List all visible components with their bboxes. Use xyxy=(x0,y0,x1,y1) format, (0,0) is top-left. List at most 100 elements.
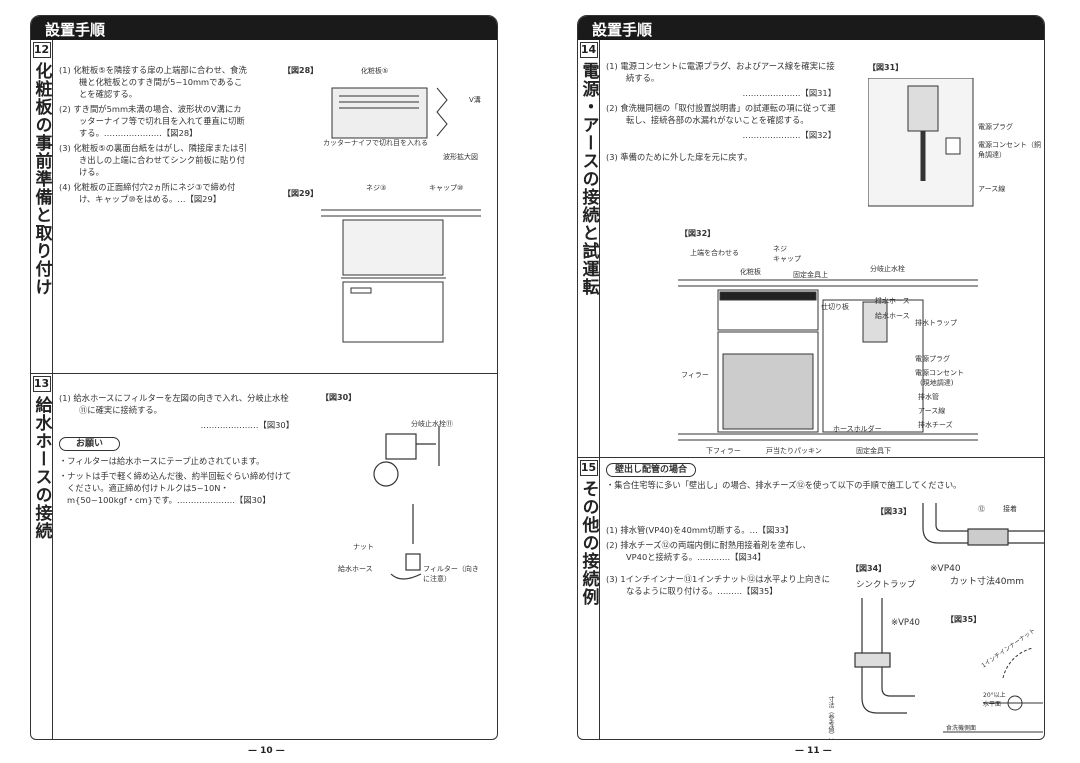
figure-part-label: 寸法（参考値）250~120 xyxy=(827,696,834,740)
figure-label: 【図31】 xyxy=(868,63,904,72)
figure-part-label: カッターナイフで切れ目を入れる xyxy=(323,139,428,147)
step-number: 14 xyxy=(579,42,598,58)
figure-part-label: 上端を合わせる xyxy=(690,249,739,257)
step: (3) 準備のために外した扉を元に戻す。 xyxy=(606,152,753,162)
step: (2) 排水チーズ⑫の両端内側に耐熱用接着剤を塗布し、VP40と接続する。………… xyxy=(606,540,811,562)
figure-33-drawing xyxy=(922,503,1044,546)
figure-label: 【図30】 xyxy=(321,393,357,402)
figure-label: 【図29】 xyxy=(283,189,319,198)
note-badge: お願い xyxy=(59,437,121,451)
figure-part-label: 化粧板⑤ xyxy=(361,67,389,75)
section-title: その他の接続例 xyxy=(578,480,599,606)
step: (1) 排水管(VP40)を40mm切断する。…【図33】 xyxy=(606,525,794,535)
step: (1) 電源コンセントに電源プラグ、およびアース線を確実に接続する。 xyxy=(606,61,835,83)
step: (3) 1インチインナー⑬1インチナット⑫は水平より上向きになるように取り付ける… xyxy=(606,574,830,596)
figure-part-label: 電源コンセント（銅角調達） xyxy=(978,141,1041,159)
figure-part-label: アース線 xyxy=(918,407,946,415)
figure-part-label: ホースホルダー xyxy=(833,425,882,433)
figure-29-drawing xyxy=(321,209,481,343)
section-14: 14 電源・アースの接続と試運転 (1) 電源コンセントに電源プラグ、およびアース… xyxy=(578,40,1044,458)
figure-label: 【図28】 xyxy=(283,66,319,75)
figure-part-label: 食洗機側面 xyxy=(946,725,977,732)
figure-part-label: 排水トラップ xyxy=(915,319,957,327)
step-list: (1) 給水ホースにフィルターを左図の向きで入れ、分岐止水栓⑪に確実に接続する。… xyxy=(59,392,294,509)
left-page: 設置手順 12 化粧板の事前準備と取り付け (1) 化粧板⑤を隣接する扉の上端部に… xyxy=(30,15,498,740)
figure-part-label: シンクトラップ xyxy=(856,580,916,590)
step: (2) 食洗機同梱の「取付設置説明書」の試運転の項に従って運転し、接続各部の水漏… xyxy=(606,103,836,125)
figure-part-label: V溝 xyxy=(469,96,481,104)
figure-35-drawing xyxy=(943,647,1043,733)
step: (1) 化粧板⑤を隣接する扉の上端部に合わせ、食洗機と化粧板とのすき間が5~10… xyxy=(59,65,247,99)
figure-label: 【図33】 xyxy=(876,507,912,516)
figure-part-label: フィルター（向きに注意） xyxy=(423,565,479,583)
figure-part-label: アース線 xyxy=(978,185,1006,193)
section-15: 15 その他の接続例 壁出し配管の場合 ・集合住宅等に多い「壁出し」の場合、排水チ… xyxy=(578,457,1044,740)
intro-block: 壁出し配管の場合 ・集合住宅等に多い「壁出し」の場合、排水チーズ⑫を使って以下の… xyxy=(606,458,1036,491)
figure-32-drawing xyxy=(678,279,978,441)
step-ref: …………………【図31】 xyxy=(742,88,836,98)
figure-part-label: キャップ xyxy=(773,255,801,263)
figure-part-label: 仕切り板 xyxy=(821,303,849,311)
figure-part-label: 排水ホース xyxy=(875,297,910,305)
figure-34-drawing xyxy=(854,598,915,714)
step: (3) 化粧板⑤の裏面台紙をはがし、隣接扉または引き出しの上端に合わせてシンク前… xyxy=(59,143,247,177)
figure-part-label: 分岐止水栓⑪ xyxy=(411,420,453,428)
step-list: (1) 電源コンセントに電源プラグ、およびアース線を確実に接続する。 ……………… xyxy=(606,60,836,166)
step-number: 13 xyxy=(32,376,51,392)
step-number: 12 xyxy=(32,42,51,58)
figure-28-drawing xyxy=(331,87,448,139)
step-list: (1) 排水管(VP40)を40mm切断する。…【図33】 (2) 排水チーズ⑫… xyxy=(606,524,831,600)
intro-text: ・集合住宅等に多い「壁出し」の場合、排水チーズ⑫を使って以下の手順で施工してくだ… xyxy=(606,480,962,490)
section-title: 化粧板の事前準備と取り付け xyxy=(31,62,52,296)
page-number: — 10 — xyxy=(248,746,285,756)
step: (1) 給水ホースにフィルターを左図の向きで入れ、分岐止水栓⑪に確実に接続する。 xyxy=(59,393,289,415)
step-ref: …………………【図30】 xyxy=(200,420,294,430)
figure-part-label: 20°以上 xyxy=(983,692,1006,699)
figure-part-label: 固定金具上 xyxy=(793,271,828,279)
figure-part-label: ⑫ xyxy=(978,505,985,513)
figure-part-label: 電源プラグ xyxy=(978,123,1013,131)
right-page: 設置手順 14 電源・アースの接続と試運転 (1) 電源コンセントに電源プラグ、お… xyxy=(577,15,1045,740)
page-header: 設置手順 xyxy=(31,16,497,40)
figure-part-label: 水平面 xyxy=(983,701,1002,708)
section-title: 給水ホースの接続 xyxy=(31,396,52,540)
step: (2) すき間が5mm未満の場合、波形状のV溝にカッターナイフ等で切れ目を入れて… xyxy=(59,104,245,138)
section-13: 13 給水ホースの接続 (1) 給水ホースにフィルターを左図の向きで入れ、分岐止水… xyxy=(31,373,497,739)
figure-part-label: カット寸法40mm xyxy=(950,577,1024,587)
figure-30-drawing xyxy=(373,426,440,580)
note: ・フィルターは給水ホースにテープ止めされています。 xyxy=(59,456,265,466)
figure-label: 【図34】 xyxy=(851,564,887,573)
section-12: 12 化粧板の事前準備と取り付け (1) 化粧板⑤を隣接する扉の上端部に合わせ、食… xyxy=(31,40,497,374)
figure-part-label: キャップ⑩ xyxy=(429,184,464,192)
step-ref: …………………【図32】 xyxy=(742,130,836,140)
figure-part-label: フィラー xyxy=(681,371,709,379)
figure-part-label: ナット xyxy=(353,543,374,551)
figure-part-label: 波形拡大図 xyxy=(443,153,478,161)
figure-part-label: 分岐止水栓 xyxy=(870,265,905,273)
page-header: 設置手順 xyxy=(578,16,1044,40)
figure-part-label: ※VP40 xyxy=(891,618,920,628)
figure-part-label: ネジ xyxy=(773,245,787,253)
figure-part-label: 化粧板 xyxy=(740,268,761,276)
page-number: — 11 — xyxy=(795,746,832,756)
figure-label: 【図35】 xyxy=(946,615,982,624)
figure-part-label: 排水チーズ xyxy=(918,421,953,429)
step-list: (1) 化粧板⑤を隣接する扉の上端部に合わせ、食洗機と化粧板とのすき間が5~10… xyxy=(59,64,249,208)
step-number: 15 xyxy=(579,460,598,476)
figure-31-drawing xyxy=(868,78,974,207)
note: ・ナットは手で軽く締め込んだ後、約半回転ぐらい締め付けてください。適正締め付けト… xyxy=(59,471,292,505)
figure-part-label: 接着 xyxy=(1003,505,1017,513)
figure-part-label: 電源コンセント xyxy=(915,369,964,377)
figure-part-label: 固定金具下 xyxy=(856,447,891,455)
section-title: 電源・アースの接続と試運転 xyxy=(578,62,599,296)
figure-part-label: 排水管 xyxy=(918,393,939,401)
figure-part-label: 戸当たりパッキン xyxy=(766,447,822,455)
figure-label: 【図32】 xyxy=(680,229,716,238)
step: (4) 化粧板の正面締付穴2ヵ所にネジ③で締め付け、キャップ⑩をはめる。…【図2… xyxy=(59,182,236,204)
figure-part-label: 下フィラー xyxy=(706,447,741,455)
figure-part-label: ネジ③ xyxy=(366,184,387,192)
figure-part-label: 給水ホース xyxy=(338,565,373,573)
case-badge: 壁出し配管の場合 xyxy=(606,463,697,477)
figure-part-label: 給水ホース xyxy=(875,312,910,320)
figure-part-label: (現地調達) xyxy=(920,379,954,387)
